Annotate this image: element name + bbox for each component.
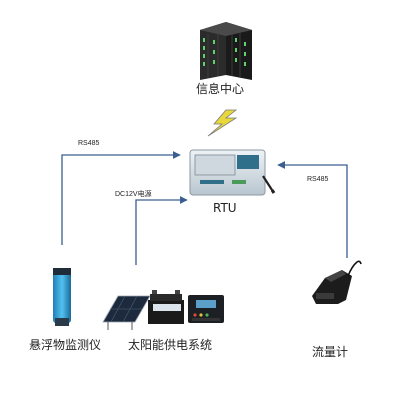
solar-power-system-label: 太阳能供电系统 bbox=[128, 338, 213, 352]
solar-controller-icon bbox=[188, 295, 224, 323]
suspended-solids-meter-label: 悬浮物监测仪 bbox=[29, 338, 102, 352]
lightning-icon bbox=[207, 109, 238, 137]
probe-sensor-icon bbox=[53, 268, 71, 326]
connector-power bbox=[135, 196, 188, 265]
info-center-label: 信息中心 bbox=[196, 82, 245, 96]
flow-meter-icon bbox=[312, 260, 362, 304]
right-rs485-label: RS485 bbox=[307, 176, 329, 183]
power-label: DC12V电源 bbox=[115, 191, 152, 198]
rtu-label: RTU bbox=[213, 201, 237, 215]
solar-panel-battery-controller-icon bbox=[102, 290, 224, 330]
server-rack-icon bbox=[200, 22, 252, 80]
rtu-device-icon bbox=[189, 149, 276, 196]
connector-left-rs485 bbox=[61, 151, 181, 245]
connector-right-rs485 bbox=[277, 161, 348, 258]
left-rs485-label: RS485 bbox=[78, 140, 100, 147]
solar-panel-icon bbox=[102, 295, 151, 330]
flow-meter-label: 流量计 bbox=[312, 345, 349, 359]
battery-icon bbox=[148, 290, 184, 324]
